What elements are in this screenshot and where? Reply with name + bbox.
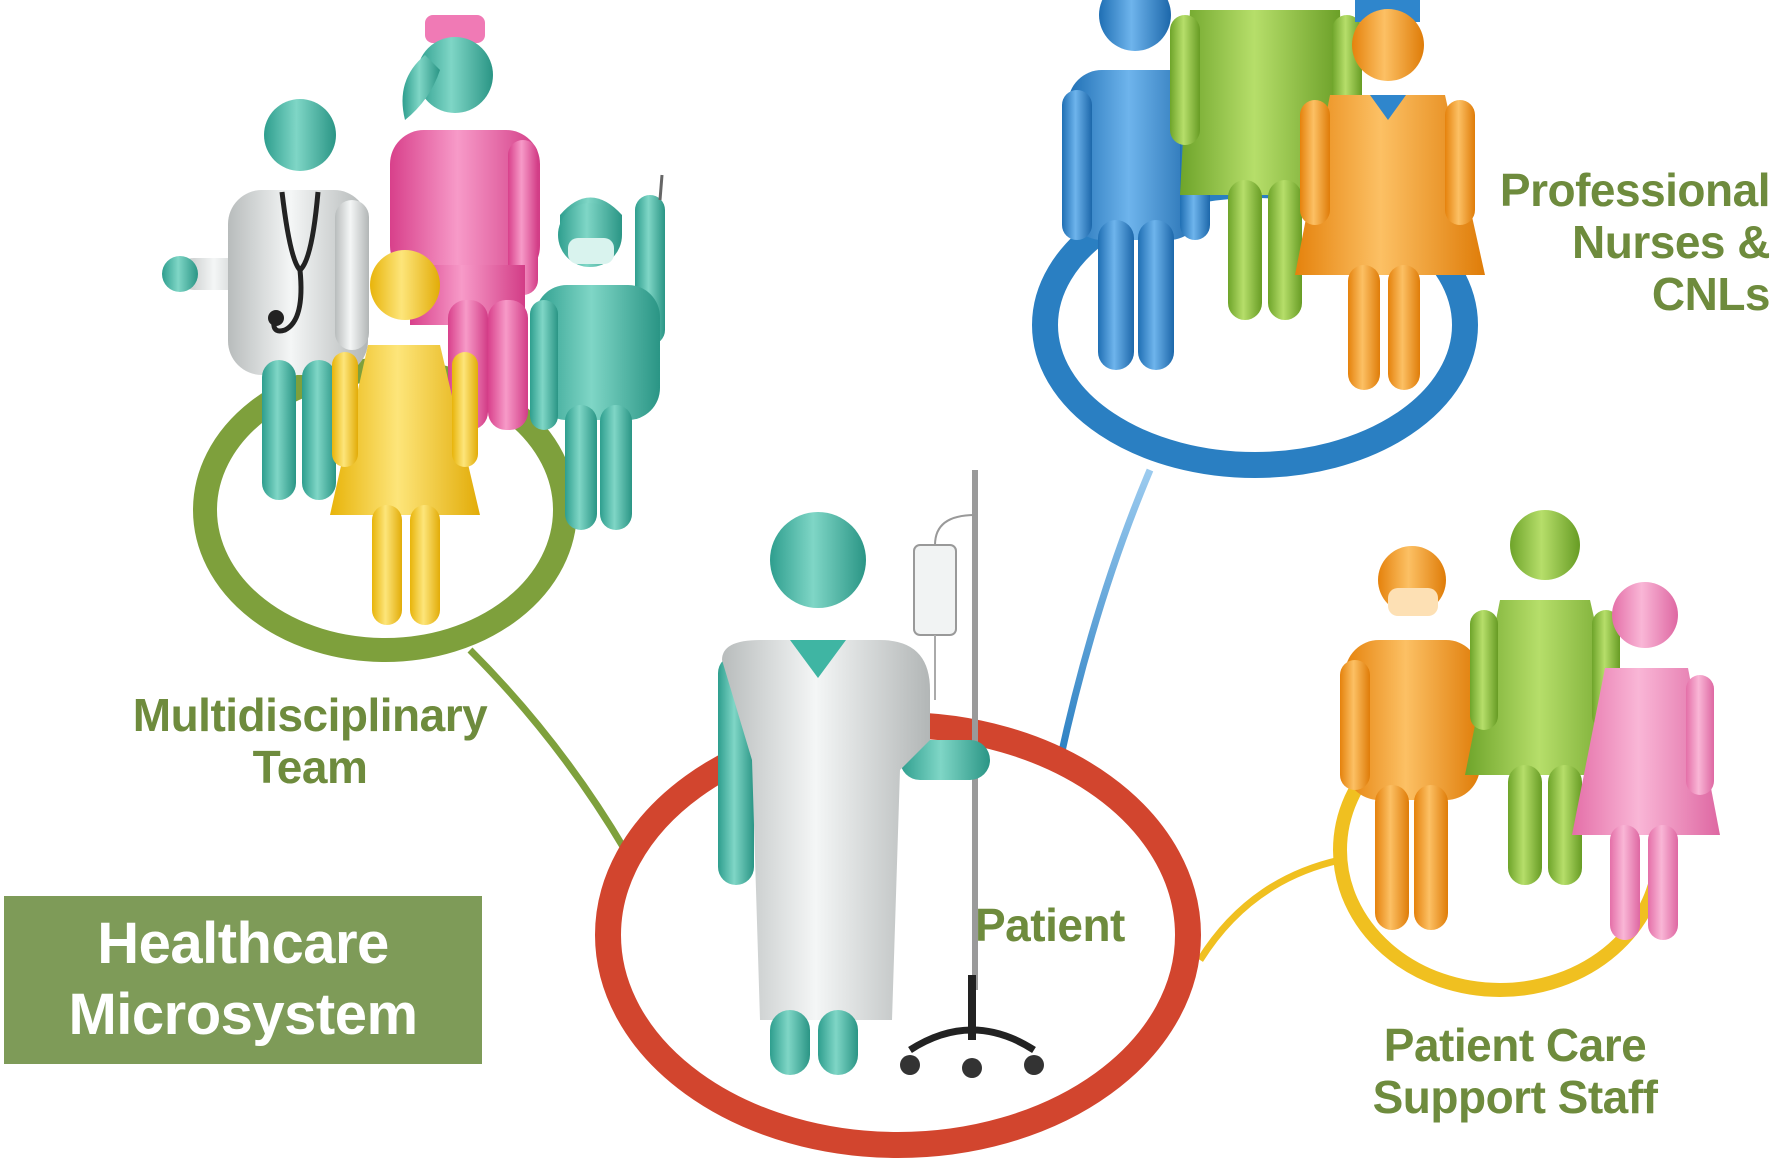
multidisciplinary-label-line1: Multidisciplinary bbox=[132, 689, 488, 741]
support-staff-label: Patient Care Support Staff bbox=[1365, 1019, 1665, 1124]
title-line2: Microsystem bbox=[68, 982, 418, 1047]
surgeon-figure bbox=[530, 174, 665, 530]
iv-stand bbox=[900, 470, 1044, 1078]
multidisciplinary-team-label: Multidisciplinary Team bbox=[120, 689, 500, 794]
nurses-label-line2: Nurses & CNLs bbox=[1572, 215, 1770, 320]
title-box: Healthcare Microsystem bbox=[4, 896, 482, 1064]
connector-nurses-patient bbox=[1056, 468, 1154, 761]
pink-support-figure bbox=[1572, 582, 1720, 940]
patient-figure bbox=[718, 512, 990, 1075]
doctor-figure bbox=[162, 99, 369, 500]
orange-nurse-figure bbox=[1295, 0, 1485, 390]
orange-support-figure bbox=[1340, 546, 1480, 930]
connector-team-patient bbox=[467, 647, 629, 852]
title-line1: Healthcare bbox=[97, 911, 389, 977]
connector-support-patient bbox=[1197, 856, 1341, 962]
multidisciplinary-label-line2: Team bbox=[252, 740, 368, 793]
nurses-label: Professional Nurses & CNLs bbox=[1470, 164, 1771, 321]
child-figure bbox=[330, 250, 480, 625]
nurses-label-line1: Professional bbox=[1499, 164, 1771, 216]
patient-label: Patient bbox=[975, 899, 1125, 951]
support-label-line1: Patient Care bbox=[1383, 1019, 1647, 1071]
pink-staff-figure bbox=[390, 15, 540, 430]
support-label-line2: Support Staff bbox=[1372, 1070, 1658, 1123]
